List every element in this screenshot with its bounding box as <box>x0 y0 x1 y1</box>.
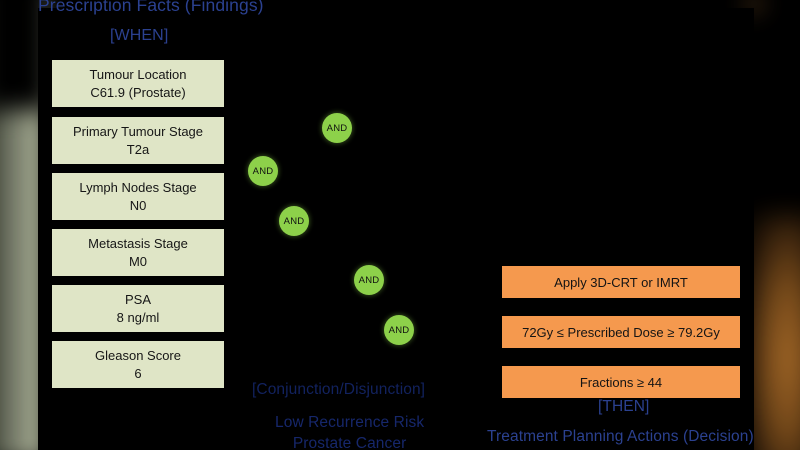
fact-box[interactable]: Gleason Score 6 <box>52 341 224 388</box>
and-operator-node[interactable]: AND <box>248 156 278 186</box>
outcome-line-2: Prostate Cancer <box>292 435 407 450</box>
fact-box[interactable]: Tumour Location C61.9 (Prostate) <box>52 60 224 107</box>
fact-value: 8 ng/ml <box>116 309 160 325</box>
right-edge-glow <box>746 215 800 450</box>
fact-value: M0 <box>128 253 148 269</box>
action-box[interactable]: Apply 3D-CRT or IMRT <box>502 266 740 298</box>
and-operator-node[interactable]: AND <box>384 315 414 345</box>
fact-value: N0 <box>129 197 147 213</box>
outcome-line-1: Low Recurrence Risk <box>275 414 425 431</box>
fact-name: Lymph Nodes Stage <box>79 180 197 195</box>
fact-name: Gleason Score <box>95 348 181 363</box>
fact-box[interactable]: PSA 8 ng/ml <box>52 285 224 332</box>
fact-box[interactable]: Lymph Nodes Stage N0 <box>52 173 224 220</box>
fact-box[interactable]: Metastasis Stage M0 <box>52 229 224 276</box>
treatment-actions-label: Treatment Planning Actions (Decision) <box>487 428 754 445</box>
and-operator-node[interactable]: AND <box>279 206 309 236</box>
and-operator-node[interactable]: AND <box>322 113 352 143</box>
fact-value: T2a <box>126 141 150 157</box>
outcome-label: Low Recurrence Risk Prostate Cancer <box>275 412 424 450</box>
page-title: Prescription Facts (Findings) <box>38 0 264 15</box>
when-label: [WHEN] <box>110 27 169 44</box>
fact-name: Tumour Location <box>89 67 187 82</box>
and-operator-node[interactable]: AND <box>354 265 384 295</box>
then-label: [THEN] <box>598 398 650 415</box>
fact-value: 6 <box>134 365 142 381</box>
fact-name: Metastasis Stage <box>88 236 188 251</box>
conjunction-label: [Conjunction/Disjunction] <box>252 381 426 398</box>
fact-value: C61.9 (Prostate) <box>90 84 186 100</box>
fact-name: PSA <box>124 292 151 307</box>
action-box[interactable]: Fractions ≥ 44 <box>502 366 740 398</box>
fact-box[interactable]: Primary Tumour Stage T2a <box>52 117 224 164</box>
action-box[interactable]: 72Gy ≤ Prescribed Dose ≥ 79.2Gy <box>502 316 740 348</box>
fact-name: Primary Tumour Stage <box>72 124 204 139</box>
